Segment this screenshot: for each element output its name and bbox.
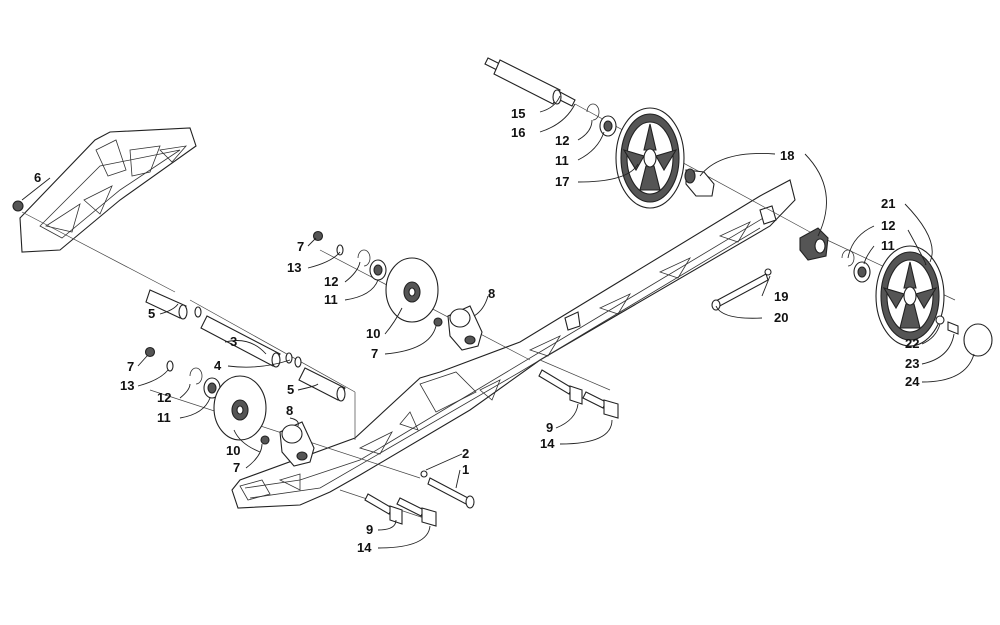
rear-axle-shaft — [484, 57, 576, 107]
main-slide-rail — [231, 179, 796, 509]
callout-12-left: 12 — [157, 390, 171, 405]
callout-7-left: 7 — [127, 359, 134, 374]
callout-4: 4 — [214, 358, 222, 373]
snap-ring-12-rear — [586, 103, 600, 121]
leader-lines — [21, 95, 975, 549]
bolt-20 — [711, 273, 769, 311]
callout-9-lower: 9 — [366, 522, 373, 537]
callout-10-left: 10 — [226, 443, 240, 458]
washer-3-left — [194, 306, 202, 318]
callout-23: 23 — [905, 356, 919, 371]
idler-wheel-10-top — [385, 257, 439, 323]
callout-11-rear: 11 — [555, 153, 569, 168]
bolt-14-lower — [396, 497, 437, 527]
callout-7-mid: 7 — [371, 346, 378, 361]
idler-wheel-10-left — [213, 375, 267, 441]
long-axle-tube — [200, 315, 281, 368]
callout-15: 15 — [511, 106, 525, 121]
callout-6: 6 — [34, 170, 41, 185]
callout-12-top: 12 — [324, 274, 338, 289]
callout-16: 16 — [511, 125, 525, 140]
bolt-14-upper — [582, 391, 619, 419]
callout-10-top: 10 — [366, 326, 380, 341]
rear-slide-rail-upper — [19, 127, 197, 253]
callout-11-left: 11 — [157, 410, 171, 425]
callout-12-right: 12 — [881, 218, 895, 233]
axle-adapter-18-right — [799, 227, 829, 261]
callout-12-rear: 12 — [555, 133, 569, 148]
spacer-tube-upper — [145, 289, 188, 320]
callout-9-upper: 9 — [546, 420, 553, 435]
spacer-tube-lower — [298, 367, 346, 402]
callout-5-upper: 5 — [148, 306, 155, 321]
bolt-9-lower — [364, 493, 403, 525]
snap-ring-12-right — [841, 249, 855, 267]
nut-6 — [12, 200, 24, 212]
washer-4 — [285, 352, 293, 364]
dust-cap-24 — [963, 323, 993, 357]
washer-2 — [420, 470, 428, 478]
callout-3: 3 — [230, 334, 237, 349]
rear-idler-wheel-21 — [875, 245, 945, 347]
nut-7-mid — [433, 317, 443, 327]
wheel-arm-8-left — [279, 421, 315, 467]
snap-ring-12-left — [189, 367, 203, 385]
callout-20: 20 — [774, 310, 788, 325]
callout-7-top: 7 — [297, 239, 304, 254]
callout-19: 19 — [774, 289, 788, 304]
callout-13-top: 13 — [287, 260, 301, 275]
callout-5-lower: 5 — [287, 382, 294, 397]
callout-labels: 6 15 16 12 11 17 18 21 12 11 19 20 22 23… — [34, 106, 920, 555]
nut-7-low — [260, 435, 270, 445]
callout-24: 24 — [905, 374, 920, 389]
washer-4b — [294, 356, 302, 368]
bolt-9-upper — [538, 369, 583, 405]
washer-19 — [764, 268, 772, 276]
callout-18: 18 — [780, 148, 794, 163]
bearing-11-right — [853, 261, 871, 283]
rear-idler-wheel-17 — [615, 107, 685, 209]
wheel-arm-8-top — [447, 305, 483, 351]
callout-2: 2 — [462, 446, 469, 461]
nut-7-left — [144, 346, 156, 358]
callout-14-upper: 14 — [540, 436, 555, 451]
washer-22 — [935, 315, 945, 325]
axle-adapter-18-rear — [684, 168, 715, 197]
washer-13-top — [336, 244, 344, 256]
bearing-11-rear — [599, 115, 617, 137]
callout-1: 1 — [462, 462, 469, 477]
bolt-23 — [947, 321, 959, 335]
callout-22: 22 — [905, 336, 919, 351]
washer-13-left — [166, 360, 174, 372]
bearing-11-top — [369, 259, 387, 281]
callout-8-top: 8 — [488, 286, 495, 301]
callout-11-top: 11 — [324, 292, 338, 307]
callout-17: 17 — [555, 174, 569, 189]
callout-14-lower: 14 — [357, 540, 372, 555]
callout-7-low: 7 — [233, 460, 240, 475]
callout-11-right: 11 — [881, 238, 895, 253]
bolt-1 — [427, 477, 475, 509]
snap-ring-12-top — [357, 249, 371, 267]
callout-8-left: 8 — [286, 403, 293, 418]
callout-21: 21 — [881, 196, 895, 211]
callout-13-left: 13 — [120, 378, 134, 393]
